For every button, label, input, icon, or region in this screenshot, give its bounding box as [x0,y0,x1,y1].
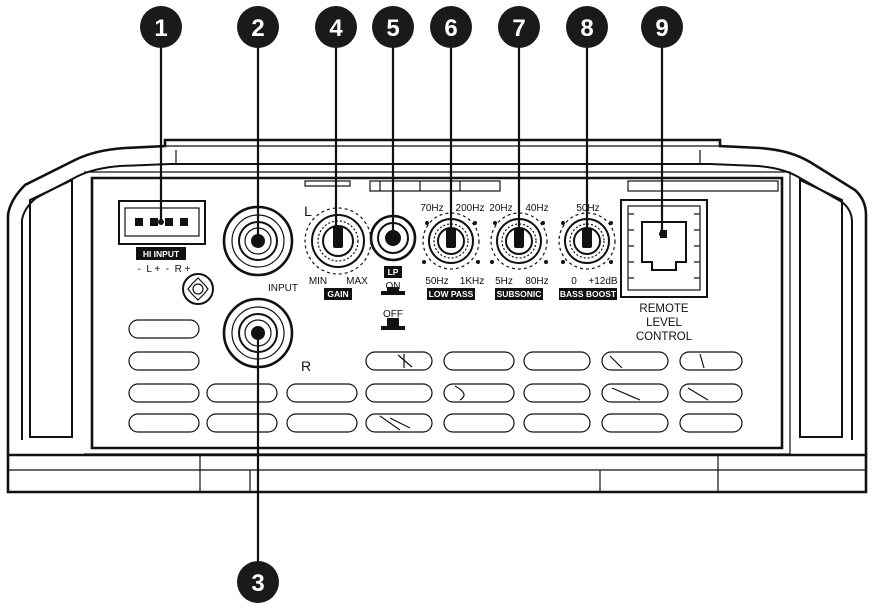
subsonic-top-right-label: 40Hz [525,203,548,214]
rca-input-left[interactable] [222,205,294,277]
lowpass-label: LOW PASS [429,289,474,299]
gain-label: GAIN [327,289,348,299]
subsonic-bottom-left-label: 5Hz [495,276,513,287]
gain-max-label: MAX [346,276,368,287]
rca-input-right[interactable] [222,297,294,369]
svg-text:6: 6 [444,15,457,42]
svg-text:8: 8 [580,15,593,42]
callout-1: 1 [140,6,182,48]
lp-off-switch-icon [381,318,405,330]
hi-input-pins-label: - L + - R + [138,264,191,275]
bass-boost-tag [559,288,617,300]
svg-text:4: 4 [329,15,343,42]
lowpass-tag [427,288,475,300]
gain-tag [324,288,352,300]
remote-label-line1: REMOTE [639,303,689,315]
vent-slots [128,319,743,433]
subsonic-tag [495,288,543,300]
bass-bottom-right-label: +12dB [588,276,618,287]
callout-3: 3 [237,561,279,603]
input-label: INPUT [268,283,298,294]
bass-bottom-left-label: 0 [571,276,577,287]
callout-6: 6 [430,6,472,48]
remote-level-port[interactable] [620,199,708,298]
ground-screw-icon [182,273,214,305]
subsonic-top-left-label: 20Hz [489,203,512,214]
callout-leaders [159,47,664,562]
amplifier-chassis [6,138,868,494]
lp-on-label: ON [386,281,401,292]
lp-off-label: OFF [383,309,403,320]
hi-input-label: HI INPUT [143,249,180,259]
subsonic-bottom-right-label: 80Hz [525,276,548,287]
lowpass-bottom-right-label: 1KHz [460,276,484,287]
r-label: R [301,358,311,374]
svg-text:2: 2 [251,15,264,42]
gain-min-label: MIN [309,276,327,287]
lowpass-top-right-label: 200Hz [456,203,485,214]
internal-top-details [304,180,779,192]
lp-on-switch-icon [381,287,405,295]
svg-text:3: 3 [251,570,264,597]
remote-label-line3: CONTROL [636,331,693,343]
callout-2: 2 [237,6,279,48]
leader-end-dots [158,219,665,336]
callout-8: 8 [566,6,608,48]
svg-text:5: 5 [386,15,399,42]
lowpass-bottom-left-label: 50Hz [425,276,448,287]
bass-boost-knob[interactable] [558,212,616,270]
subsonic-label: SUBSONIC [497,289,542,299]
bass-boost-label: BASS BOOST [560,289,617,299]
callout-9: 9 [641,6,683,48]
lp-label: LP [388,267,399,277]
hi-input-tag [136,247,186,260]
lowpass-top-left-label: 70Hz [420,203,443,214]
remote-label-line2: LEVEL [646,317,682,329]
svg-text:7: 7 [512,15,525,42]
lp-tag [384,266,402,278]
l-label: L [304,203,312,219]
callout-4: 4 [315,6,357,48]
svg-text:9: 9 [655,15,668,42]
callout-5: 5 [372,6,414,48]
callout-7: 7 [498,6,540,48]
svg-text:1: 1 [154,15,167,42]
